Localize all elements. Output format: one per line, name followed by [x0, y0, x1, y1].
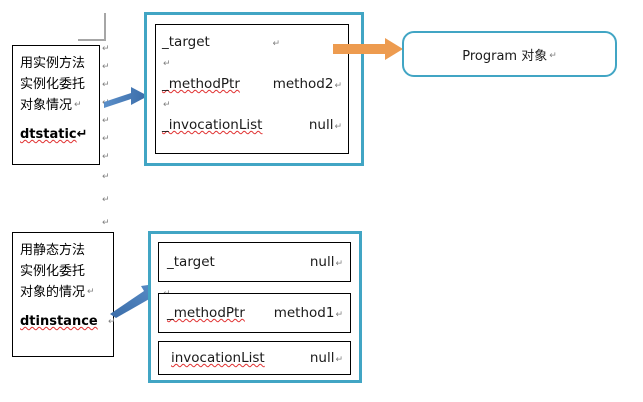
note-line-3: 对象情况↵ — [13, 95, 99, 116]
field-name: _target — [162, 34, 210, 50]
arrow-note-to-static-delegate — [104, 87, 148, 108]
field-row: invocationList null ↵ — [171, 350, 343, 366]
field-value: null — [309, 254, 335, 270]
gutter-return-mark: ↵ — [102, 80, 110, 90]
gutter-return-mark: ↵ — [102, 195, 110, 205]
program-object: Program 对象↵ — [402, 31, 617, 77]
gutter-return-mark: ↵ — [102, 218, 110, 228]
note-line-2: 实例化委托 — [20, 264, 86, 279]
delegate-object-static-fields — [155, 24, 349, 154]
margin-corner-mark — [78, 13, 106, 41]
return-mark: ↵ — [335, 355, 343, 365]
gutter-return-mark: ↵ — [102, 152, 110, 162]
program-object-label: Program 对象↵ — [462, 45, 557, 64]
field-row: _target ↵ — [162, 34, 342, 50]
gutter-return-mark: ↵ — [102, 116, 110, 126]
note-line-1: 用实例方法 — [20, 56, 86, 71]
field-name: _methodPtr — [167, 305, 245, 321]
return-mark: ↵ — [334, 122, 342, 132]
field-box-methodptr: _methodPtr method1 ↵ — [158, 293, 351, 333]
static-method-note: 用静态方法 实例化委托 对象的情况↵ dtinstance — [12, 232, 114, 357]
field-box-target: _target null ↵ — [158, 242, 351, 282]
gutter-return-mark: ↵ — [108, 317, 116, 327]
note-emphasis-text: dtinstance — [20, 314, 98, 329]
note-line-1: 用静态方法 — [20, 243, 86, 258]
note-emphasis: dtinstance — [13, 311, 113, 332]
field-row: _methodPtr method1 ↵ — [167, 305, 343, 321]
gutter-return-mark: ↵ — [102, 44, 110, 54]
return-mark: ↵ — [335, 259, 343, 269]
field-row: _invocationList null ↵ — [162, 117, 342, 133]
return-mark: ↵ — [87, 287, 95, 297]
arrow-delegate-to-program — [333, 38, 403, 60]
note-line-2: 实例化委托 — [20, 77, 86, 92]
return-mark: ↵ — [76, 127, 88, 142]
field-row: _methodPtr method2 ↵ — [162, 76, 342, 92]
inline-return-mark: ↵ — [163, 59, 171, 69]
note-line-3-text: 对象情况 — [20, 98, 73, 113]
field-box-invocationlist: invocationList null ↵ — [158, 341, 351, 375]
return-mark: ↵ — [272, 39, 280, 49]
note-emphasis-text: dtstatic — [20, 127, 77, 142]
field-value: method2 — [272, 76, 334, 92]
field-name: _methodPtr — [162, 76, 240, 92]
note-line-3-text: 对象的情况 — [20, 285, 86, 300]
gutter-return-mark: ↵ — [102, 134, 110, 144]
note-emphasis: dtstatic↵ — [13, 124, 99, 145]
gutter-return-mark: ↵ — [102, 172, 110, 182]
field-value: method1 — [273, 305, 335, 321]
instance-method-note: 用实例方法 实例化委托 对象情况↵ dtstatic↵ — [12, 45, 100, 165]
field-value: null — [309, 350, 335, 366]
program-object-text: Program 对象 — [462, 48, 548, 64]
field-name: _invocationList — [162, 117, 263, 133]
return-mark: ↵ — [335, 310, 343, 320]
field-row: _target null ↵ — [167, 254, 343, 270]
field-value: null — [308, 117, 334, 133]
return-mark: ↵ — [74, 100, 82, 110]
return-mark: ↵ — [549, 50, 557, 61]
note-line-3: 对象的情况↵ — [13, 282, 113, 303]
return-mark: ↵ — [334, 81, 342, 91]
field-name: _target — [167, 254, 215, 270]
inline-return-mark: ↵ — [163, 100, 171, 110]
field-name: invocationList — [171, 350, 265, 366]
gutter-return-mark: ↵ — [102, 62, 110, 72]
